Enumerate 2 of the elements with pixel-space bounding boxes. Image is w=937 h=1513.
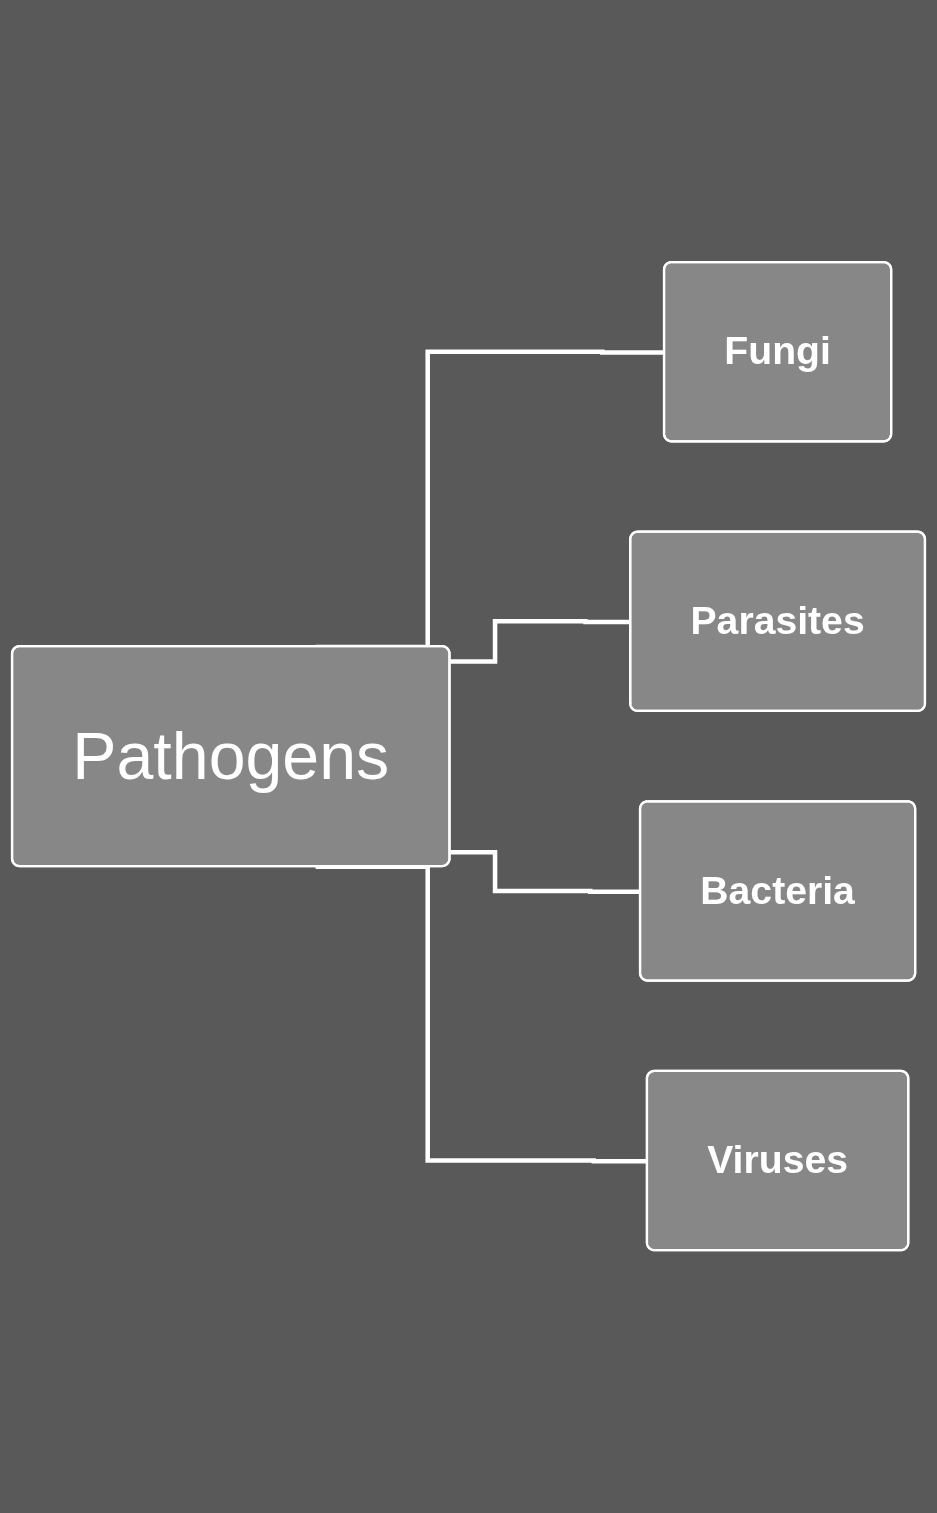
connector [450,850,641,895]
connector [450,619,631,665]
